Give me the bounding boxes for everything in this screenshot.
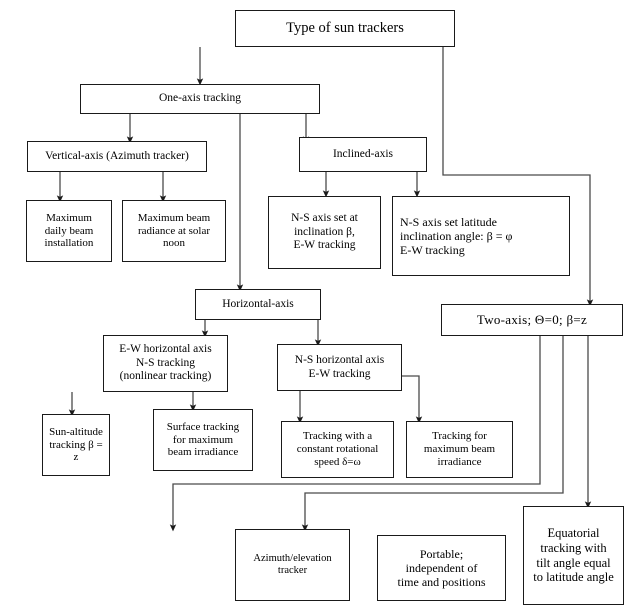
node-ns-axis-set-at-inclination[interactable]: N-S axis set at inclination β, E-W track… <box>268 196 381 269</box>
node-horizontal-axis[interactable]: Horizontal-axis <box>195 289 321 320</box>
node-vertical-axis[interactable]: Vertical-axis (Azimuth tracker) <box>27 141 207 172</box>
node-equatorial-tracking[interactable]: Equatorial tracking with tilt angle equa… <box>523 506 624 605</box>
node-ns-axis-set-latitude-inclination[interactable]: N-S axis set latitude inclination angle:… <box>392 196 570 276</box>
node-ew-horizontal-axis[interactable]: E-W horizontal axis N-S tracking (nonlin… <box>103 335 228 392</box>
node-type-of-sun-trackers[interactable]: Type of sun trackers <box>235 10 455 47</box>
node-maximum-beam-radiance[interactable]: Maximum beam radiance at solar noon <box>122 200 226 262</box>
node-tracking-constant-rotational-speed[interactable]: Tracking with a constant rotational spee… <box>281 421 394 478</box>
node-surface-tracking-max-beam-irradiance[interactable]: Surface tracking for maximum beam irradi… <box>153 409 253 471</box>
node-azimuth-elevation-tracker[interactable]: Azimuth/elevation tracker <box>235 529 350 601</box>
node-maximum-daily-beam-installation[interactable]: Maximum daily beam installation <box>26 200 112 262</box>
edge-ns-to-max-beam <box>402 375 423 424</box>
node-ns-horizontal-axis[interactable]: N-S horizontal axis E-W tracking <box>277 344 402 391</box>
node-inclined-axis[interactable]: Inclined-axis <box>299 137 427 172</box>
node-portable-independent[interactable]: Portable; independent of time and positi… <box>377 535 506 601</box>
node-two-axis[interactable]: Two-axis; Θ=0; β=z <box>441 304 623 336</box>
node-sun-altitude-tracking[interactable]: Sun-altitude tracking β = z <box>42 414 110 476</box>
node-tracking-for-maximum-beam-irradiance[interactable]: Tracking for maximum beam irradiance <box>406 421 513 478</box>
node-one-axis-tracking[interactable]: One-axis tracking <box>80 84 320 114</box>
